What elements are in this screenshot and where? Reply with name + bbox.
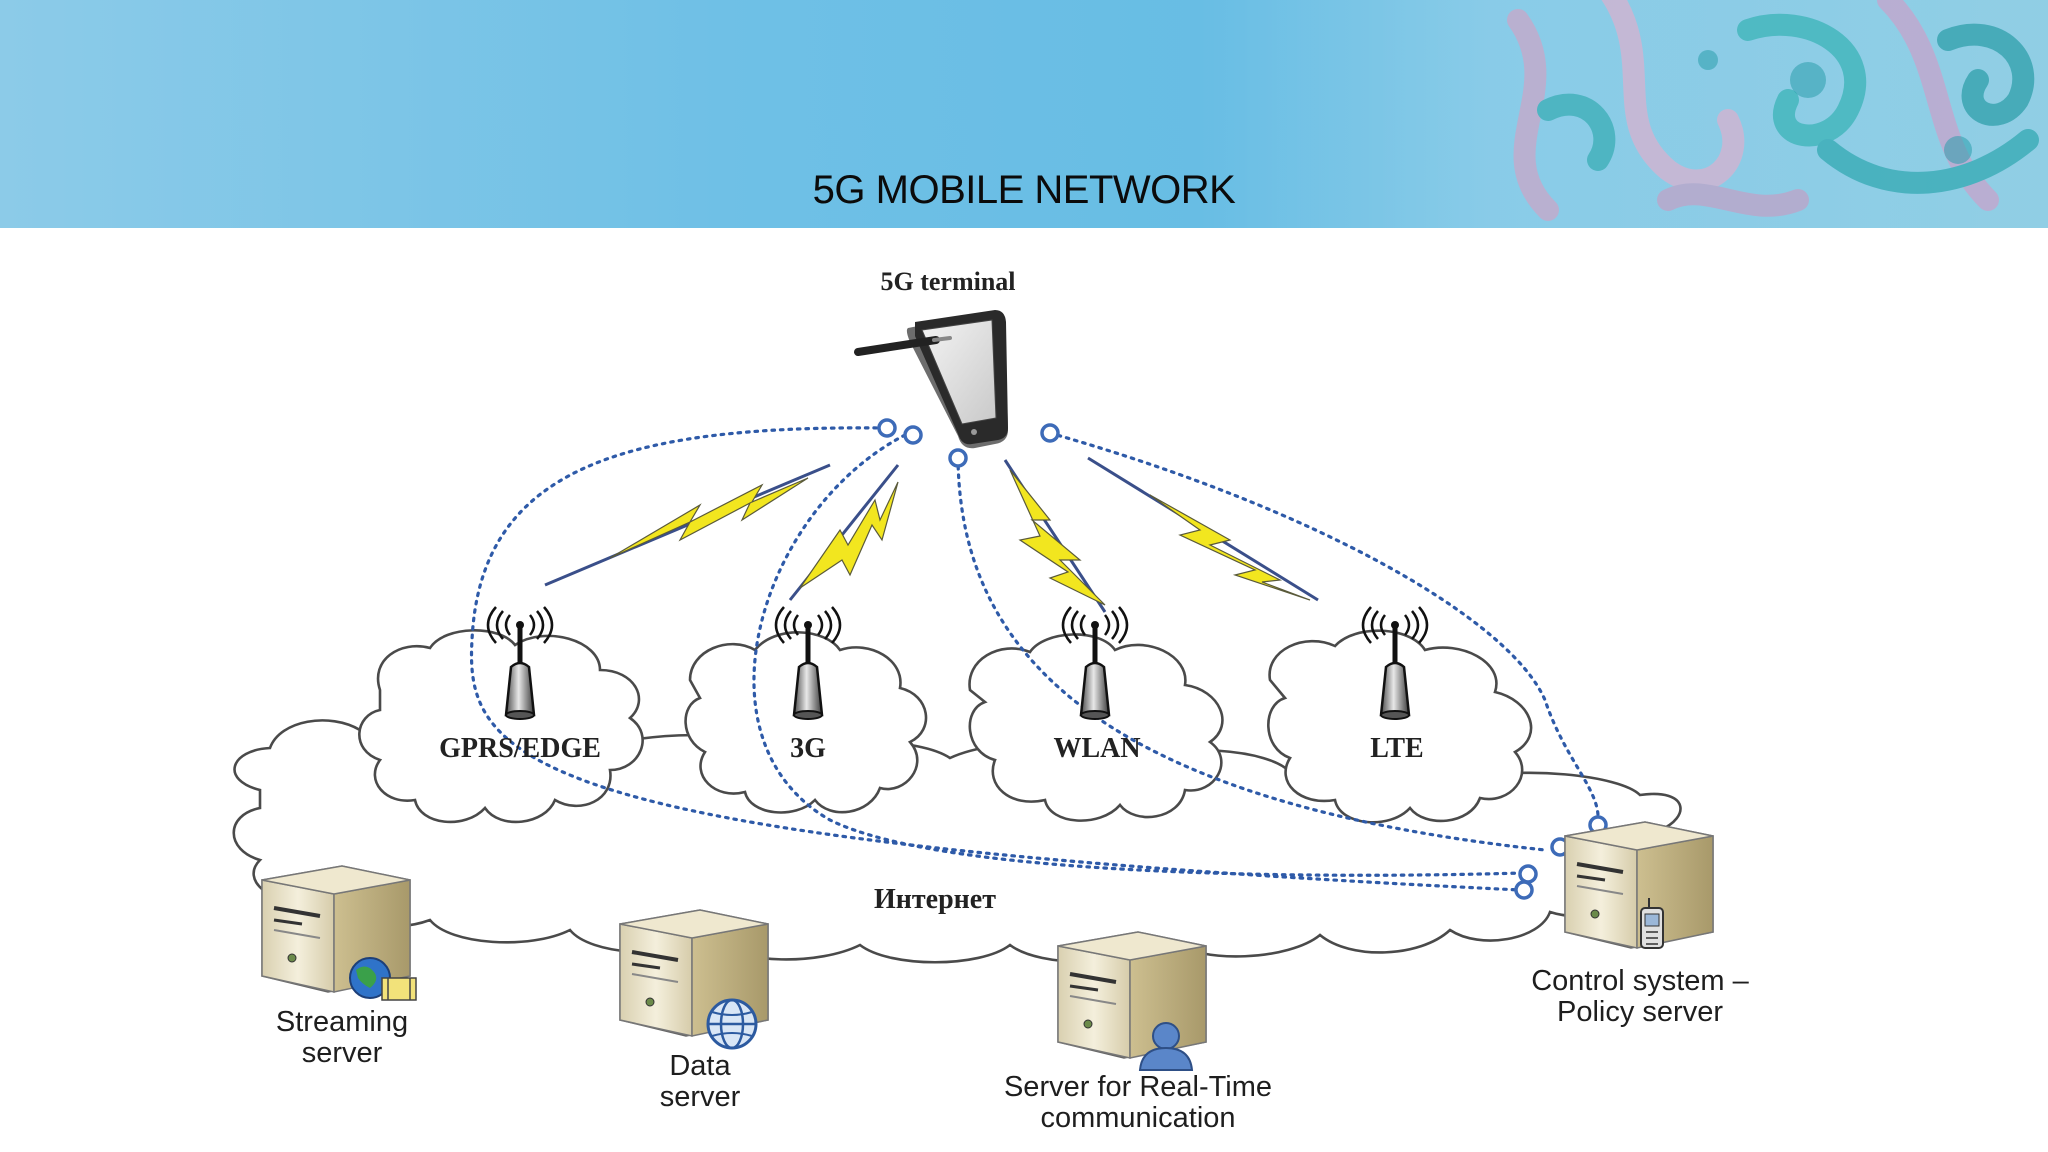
gprs-edge-cloud bbox=[358, 629, 644, 824]
wireless-link-gprs bbox=[544, 463, 831, 587]
lte-cloud bbox=[1267, 629, 1533, 824]
realtime-server-label: Server for Real-Time bbox=[1004, 1071, 1272, 1103]
network-label-3g: 3G bbox=[790, 733, 826, 764]
streaming-server-icon bbox=[260, 864, 417, 1001]
terminal-port bbox=[903, 425, 923, 445]
data-server-icon bbox=[618, 908, 770, 1050]
wireless-link-lte bbox=[1087, 456, 1319, 602]
terminal-port bbox=[948, 448, 968, 468]
network-label-lte: LTE bbox=[1370, 733, 1423, 764]
wireless-link-3g bbox=[788, 464, 900, 601]
policy-server-label: Policy server bbox=[1557, 996, 1723, 1028]
wireless-link-wlan bbox=[1003, 459, 1107, 613]
control-links bbox=[469, 426, 1600, 892]
policy-server-port bbox=[1518, 864, 1538, 884]
realtime-server-icon bbox=[1056, 930, 1208, 1071]
realtime-server-label: communication bbox=[1040, 1102, 1235, 1134]
wlan-cloud bbox=[968, 633, 1224, 822]
ornament-decoration bbox=[1188, 0, 2048, 228]
slide-title: 5G MOBILE NETWORK bbox=[812, 168, 1236, 212]
terminal-port bbox=[1040, 423, 1060, 443]
network-label-wlan: WLAN bbox=[1053, 733, 1140, 764]
tablet-icon bbox=[854, 310, 1008, 449]
internet-label: Интернет bbox=[874, 884, 996, 915]
network-diagram: 5G terminal GPRS/EDGE 3G WLAN LTE Интерн… bbox=[232, 267, 1750, 1134]
streaming-server-label: server bbox=[302, 1037, 383, 1069]
network-label-gprs-edge: GPRS/EDGE bbox=[439, 733, 601, 764]
policy-server-label: Control system – bbox=[1531, 965, 1749, 997]
policy-server-icon bbox=[1563, 820, 1715, 950]
terminal-label: 5G terminal bbox=[880, 267, 1015, 296]
slide-header: 5G MOBILE NETWORK bbox=[0, 0, 2048, 228]
policy-server-port bbox=[1514, 880, 1534, 900]
data-server-label: server bbox=[660, 1081, 741, 1113]
streaming-server-label: Streaming bbox=[276, 1006, 408, 1038]
terminal-port bbox=[877, 418, 897, 438]
3g-cloud bbox=[684, 631, 928, 814]
data-server-label: Data bbox=[669, 1050, 731, 1082]
